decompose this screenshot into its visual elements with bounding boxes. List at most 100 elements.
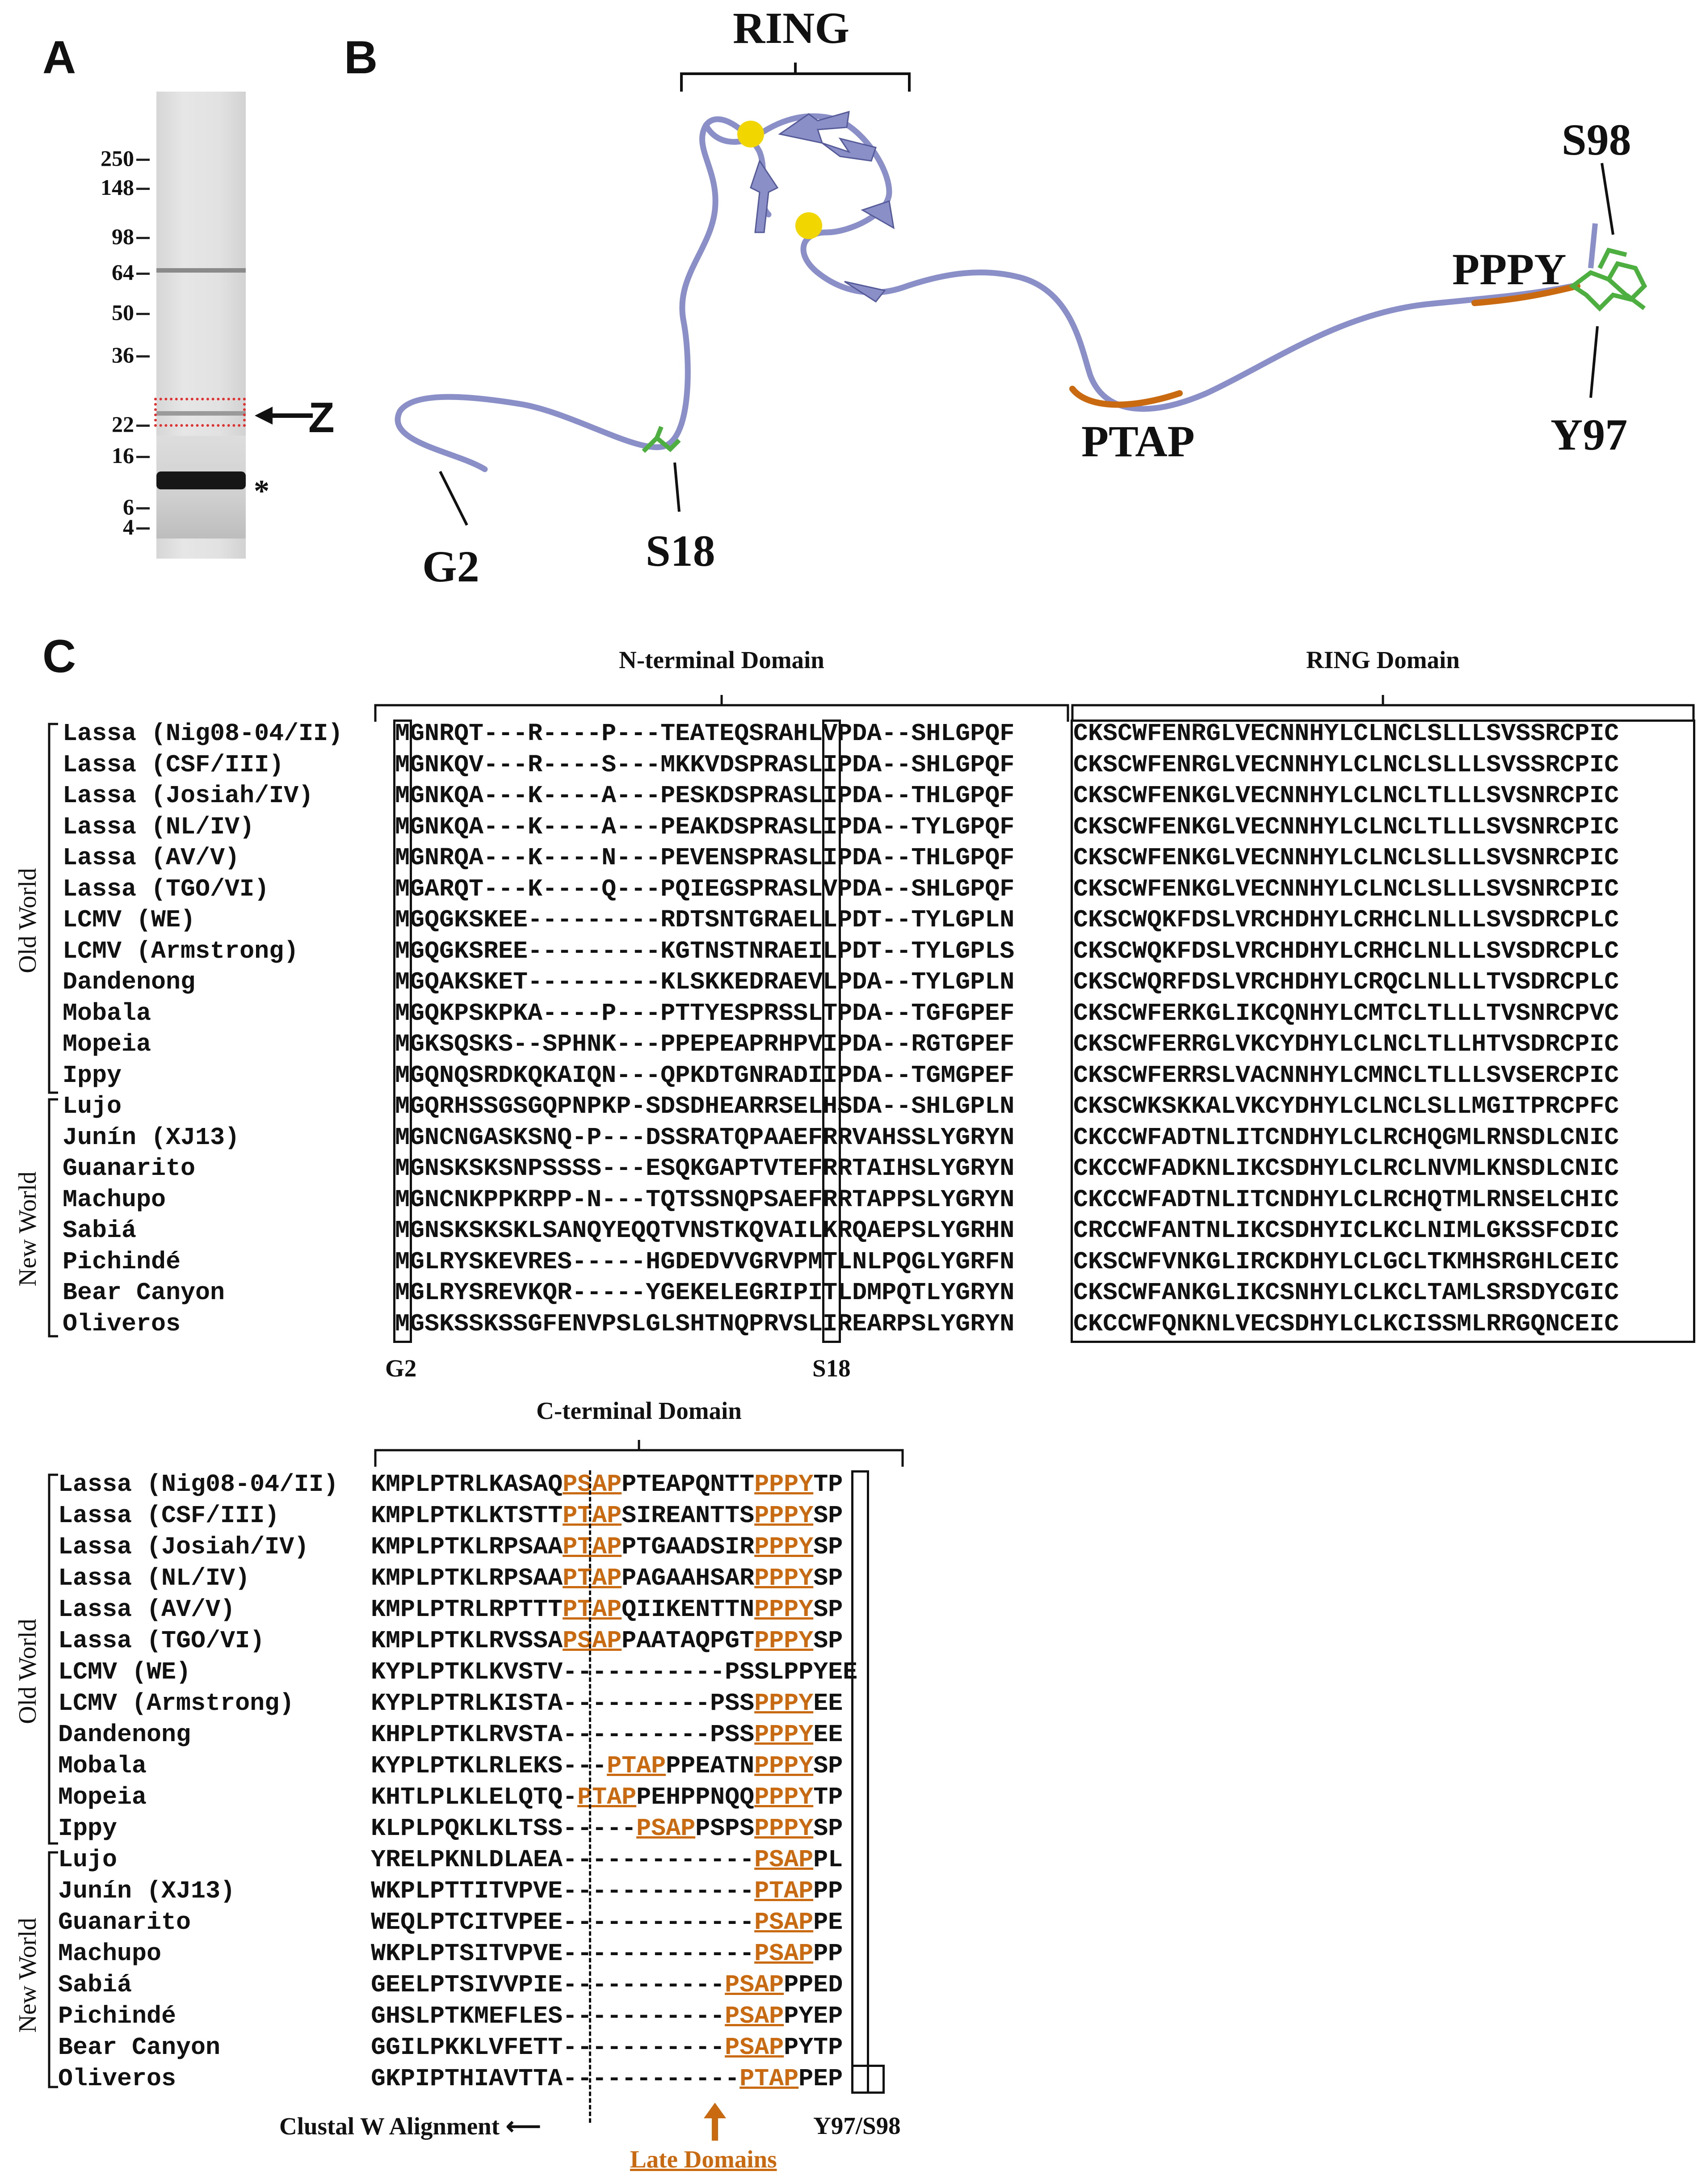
virus-name: Sabiá — [63, 1216, 137, 1245]
n-terminal-sequence: MGLRYSKEVRES-----HGDEDVVGRVPMTLNLPQGLYGR… — [395, 1247, 1015, 1276]
mw-50: 50 — [112, 300, 134, 325]
ring-sequence: CKSCWFERKGLIKCQNHYLCMTCLTLLLTVSNRCPVC — [1073, 999, 1619, 1027]
n-terminal-sequence: MGNRQA---K----N---PEVENSPRASLIPDA--THLGP… — [395, 844, 1015, 872]
sequence-segment: ----------PSS — [563, 1721, 755, 1749]
sequence-segment: PPEATN — [666, 1752, 755, 1780]
ptap-label: PTAP — [1081, 417, 1195, 466]
late-domain-motif: PTAP — [577, 1783, 637, 1811]
late-domain-motif: PPPY — [754, 1595, 814, 1624]
sequence-segment: -----------PSSLPPYEE — [563, 1658, 858, 1686]
late-domain-motif: PPPY — [754, 1627, 814, 1655]
mw-16: 16 — [112, 443, 134, 468]
c-terminal-sequence: KLPLPQKLKLTSS-----PSAPPSPSPPPYSP — [371, 1814, 843, 1843]
sequence-segment: KMPLPTKLKTSTT — [371, 1502, 563, 1530]
virus-name: Mopeia — [58, 1783, 147, 1811]
alignment-row-top: Lassa (AV/V) MGNRQA---K----N---PEVENSPRAS… — [63, 844, 1698, 872]
ring-sequence: CKSCWFVNKGLIRCKDHYLCLGCLTKMHSRGHLCEIC — [1073, 1247, 1619, 1276]
c-terminal-sequence: KHTLPLKLELQTQ-PTAPPEHPPNQQPPPYTP — [371, 1783, 843, 1812]
late-domain-motif: PPPY — [754, 1502, 814, 1530]
ring-sequence: CKSCWFENRGLVECNNHYLCLNCLSLLLSVSSRCPIC — [1073, 750, 1619, 779]
z-protein-structure — [395, 63, 1647, 526]
n-terminal-sequence: MGARQT---K----Q---PQIEGSPRASLVPDA--SHLGP… — [395, 875, 1015, 903]
virus-name: Mobala — [58, 1752, 147, 1780]
virus-name: Lassa (AV/V) — [63, 844, 240, 872]
ring-sequence: CKSCWKSKKALVKCYDHYLCLNCLSLLMGITPRCPFC — [1073, 1092, 1619, 1120]
late-domain-motif: PSAP — [754, 1846, 814, 1874]
mw-64: 64 — [112, 260, 134, 285]
late-domain-motif: PSAP — [563, 1470, 622, 1498]
sequence-segment: TP — [813, 1783, 843, 1811]
ring-sequence: CKCCWFADKNLIKCSDHYLCLRCLNVMLKNSDLCNIC — [1073, 1154, 1619, 1182]
world-brackets — [48, 723, 58, 2088]
virus-name: Junín (XJ13) — [58, 1877, 235, 1905]
sequence-segment: SP — [813, 1814, 843, 1843]
ring-sequence: CKSCWQKFDSLVRCHDHYLCRHCLNLLLSVSDRCPLC — [1073, 906, 1619, 934]
virus-name: Pichindé — [58, 2002, 176, 2030]
mw-4: 4 — [123, 514, 134, 539]
late-domains-label: Late Domains — [630, 2146, 777, 2173]
clustal-dashed-line — [589, 1470, 591, 2123]
virus-name: Lassa (TGO/VI) — [58, 1627, 265, 1655]
alignment-row-bottom: Lassa (AV/V)KMPLPTRLRPTTTPTAPQIIKENTTNPP… — [58, 1595, 952, 1624]
late-domain-motif: PPPY — [754, 1814, 814, 1843]
n-terminal-sequence: MGQRHSSGSGQPNPKP-SDSDHEARRSELHSDA--SHLGP… — [395, 1092, 1015, 1120]
y97-s98-bottom-box — [851, 2065, 885, 2094]
ring-sequence: CKSCWFENKGLVECNNHYLCLNCLSLLLSVSNRCPIC — [1073, 875, 1619, 903]
alignment-row-bottom: Lassa (Nig08-04/II)KMPLPTRLKASAQPSAPPTEA… — [58, 1470, 952, 1499]
virus-name: LCMV (WE) — [63, 906, 196, 934]
sequence-segment: PP — [813, 1877, 843, 1905]
sequence-segment: SP — [813, 1752, 843, 1780]
late-domain-motif: PSAP — [725, 2033, 784, 2062]
sequence-segment: ----------PSS — [563, 1689, 755, 1717]
sequence-segment: GEELPTSIVVPIE----------- — [371, 1971, 725, 1999]
alignment-row-top: Junín (XJ13)MGNCNGASKSNQ-P---DSSRATQPAAE… — [63, 1124, 1698, 1152]
sequence-segment: PE — [813, 1908, 843, 1936]
virus-name: Mobala — [63, 999, 151, 1027]
alignment-row-bottom: Pichindé GHSLPTKMEFLES-----------PSAPPYEP — [58, 2002, 952, 2031]
sequence-segment: EE — [813, 1721, 843, 1749]
n-terminal-sequence: MGNKQA---K----A---PEAKDSPRASLIPDA--TYLGP… — [395, 812, 1015, 841]
new-world-label-bottom: New World — [14, 1918, 42, 2033]
c-terminal-sequence: GHSLPTKMEFLES-----------PSAPPYEP — [371, 2002, 843, 2031]
virus-name: Lassa (Nig08-04/II) — [63, 720, 343, 748]
ring-sequence: CKSCWFANKGLIKCSNHYLCLKCLTAMLSRSDYCGIC — [1073, 1279, 1619, 1307]
sequence-segment: PTEAPQNTT — [622, 1470, 755, 1498]
c-terminal-sequence: YRELPKNLDLAEA-------------PSAPPL — [371, 1846, 843, 1874]
c-terminal-domain-label: C-terminal Domain — [536, 1397, 742, 1424]
n-terminal-sequence: MGQGKSKEE---------RDTSNTGRAELLPDT--TYLGP… — [395, 906, 1015, 934]
virus-name: Dandenong — [63, 968, 196, 996]
ring-sequence: CKSCWQKFDSLVRCHDHYLCRHCLNLLLSVSDRCPLC — [1073, 937, 1619, 965]
n-terminal-sequence: MGNSKSKSKLSANQYEQQTVNSTKQVAILKRQAEPSLYGR… — [395, 1216, 1015, 1245]
ring-sequence: CKSCWFENKGLVECNNHYLCLNCLTLLLSVSNRCPIC — [1073, 812, 1619, 841]
gel-image — [156, 92, 246, 559]
ring-sequence: CKSCWFERRSLVACNNHYLCMNCLTLLLSVSERCPIC — [1073, 1061, 1619, 1090]
new-world-label-top: New World — [14, 1171, 42, 1287]
y97-s98-label: Y97/S98 — [813, 2112, 901, 2139]
n-terminal-sequence: MGLRYSREVKQR-----YGEKELEGRIPITLDMPQTLYGR… — [395, 1279, 1015, 1307]
sequence-segment: SP — [813, 1595, 843, 1624]
ring-sequence: CKSCWQRFDSLVRCHDHYLCRQCLNLLLTVSDRCPLC — [1073, 968, 1619, 996]
c-terminal-sequence: KYPLPTKLRLEKS---PTAPPPEATNPPPYSP — [371, 1752, 843, 1780]
mw-250: 250 — [101, 146, 134, 171]
virus-name: Oliveros — [58, 2065, 176, 2093]
n-terminal-sequence: MGQKPSKPKA----P---PTTYESPRSSLTPDA--TGFGP… — [395, 999, 1015, 1027]
virus-name: Ippy — [63, 1061, 122, 1090]
late-domain-motif: PPPY — [754, 1564, 814, 1592]
sequence-segment: KHPLPTKLRVSTA — [371, 1721, 563, 1749]
late-domain-motif: PTAP — [563, 1595, 622, 1624]
virus-name: Lassa (NL/IV) — [58, 1564, 250, 1592]
g2-column-label: G2 — [385, 1355, 417, 1382]
alignment-row-top: Lassa (Nig08-04/II)MGNRQT---R----P---TEA… — [63, 720, 1698, 748]
c-terminal-sequence: KMPLPTKLRPSAAPTAPPAGAAHSARPPPYSP — [371, 1564, 843, 1593]
ring-sequence: CKCCWFADTNLITCNDHYLCLRCHQTMLRNSELCHIC — [1073, 1185, 1619, 1214]
c-terminal-sequence: GGILPKKLVFETT-----------PSAPPYTP — [371, 2033, 843, 2062]
late-domain-motif: PSAP — [754, 1908, 814, 1936]
late-domain-motif: PSAP — [725, 1971, 784, 1999]
sequence-segment: EE — [813, 1689, 843, 1717]
sequence-segment: TP — [813, 1470, 843, 1498]
virus-name: Lassa (CSF/III) — [63, 750, 284, 779]
n-terminal-domain-label: N-terminal Domain — [619, 646, 824, 673]
